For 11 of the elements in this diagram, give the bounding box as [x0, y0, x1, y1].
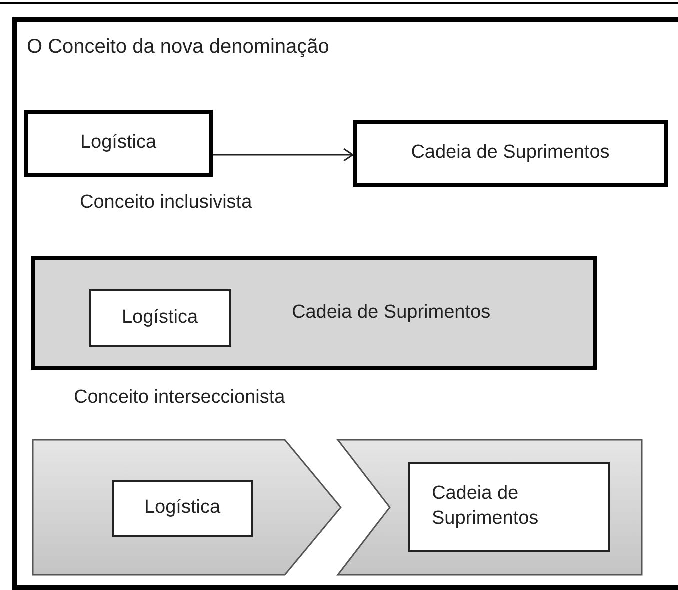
caption-text: Conceito interseccionista — [74, 387, 286, 409]
arrow — [213, 148, 354, 162]
process-box: Logística — [112, 480, 253, 537]
caption-text: Conceito inclusivista — [80, 192, 252, 214]
group-box — [31, 256, 597, 370]
title: O Conceito da nova denominação — [27, 36, 330, 59]
node-label: Cadeia de Suprimentos — [292, 300, 491, 325]
process-box: Cadeia de Suprimentos — [408, 462, 610, 552]
process-box: Logística — [89, 289, 231, 347]
process-box: Cadeia de Suprimentos — [353, 120, 668, 187]
process-box: Logística — [24, 110, 213, 177]
